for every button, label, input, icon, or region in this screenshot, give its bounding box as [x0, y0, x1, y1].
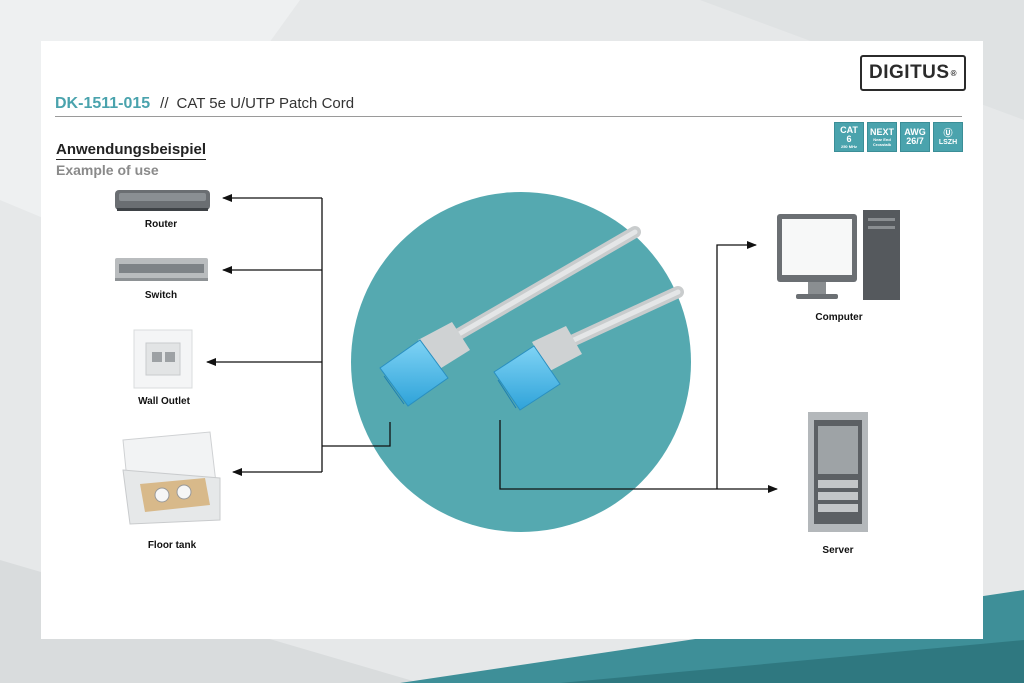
server-icon — [808, 412, 868, 532]
wall-outlet-icon — [133, 329, 193, 389]
router-label: Router — [144, 219, 178, 230]
computer-icon — [777, 210, 900, 300]
section-title-de: Anwendungsbeispiel — [56, 141, 207, 160]
model-number: DK-1511-015 — [55, 95, 151, 112]
page-header: DK-1511-015 // CAT 5e U/UTP Patch Cord — [55, 95, 354, 113]
section-title-en: Example of use — [56, 162, 159, 178]
right-connections — [499, 241, 778, 493]
left-connections — [206, 194, 391, 476]
header-rule — [55, 116, 962, 117]
switch-icon — [115, 258, 208, 281]
header-separator: // — [160, 95, 169, 112]
wall-outlet-label: Wall Outlet — [138, 396, 190, 407]
floor-tank-icon — [122, 431, 221, 525]
patch-cable-left — [379, 226, 641, 407]
server-label: Server — [822, 545, 854, 556]
digitus-logo: DIGITUS® — [860, 55, 966, 91]
router-icon — [115, 190, 210, 211]
patch-cable-right — [493, 286, 684, 411]
floor-tank-label: Floor tank — [147, 540, 197, 551]
switch-label: Switch — [144, 290, 178, 301]
product-name: CAT 5e U/UTP Patch Cord — [176, 95, 355, 112]
computer-label: Computer — [815, 312, 863, 323]
